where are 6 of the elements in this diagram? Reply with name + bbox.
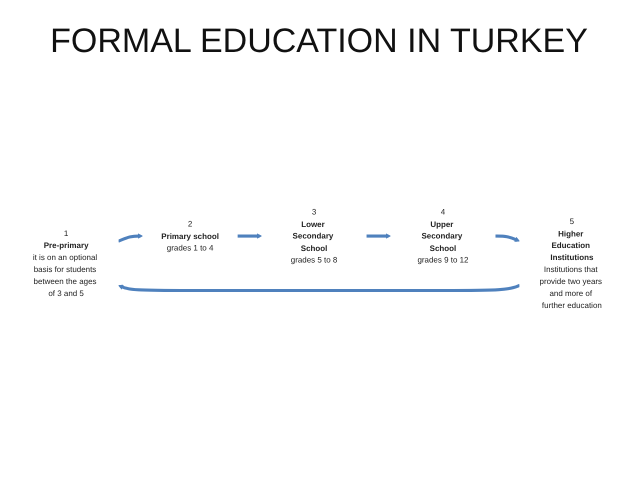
arrow	[495, 234, 520, 242]
arrow	[366, 234, 392, 240]
arrow	[237, 234, 262, 240]
arrow	[118, 284, 520, 292]
arrow	[118, 234, 144, 243]
title: FORMAL EDUCATION IN TURKEY	[49, 22, 589, 61]
